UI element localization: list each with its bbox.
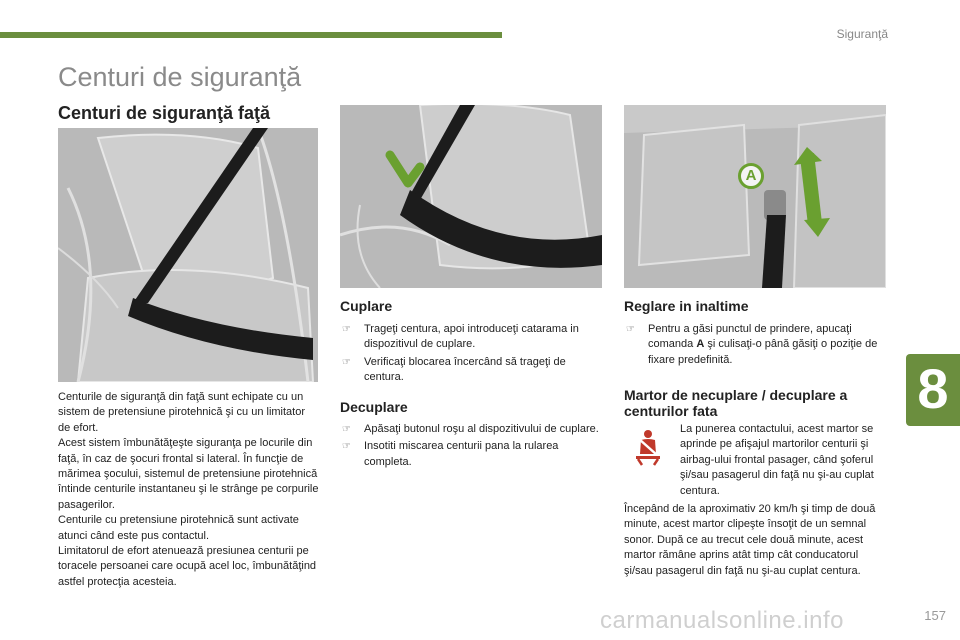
- intro-paragraph: Centurile de siguranţă din faţă sunt ech…: [58, 391, 306, 434]
- watermark: carmanualsonline.info: [600, 607, 844, 634]
- section-subtitle: Centuri de siguranţă faţă: [58, 103, 271, 123]
- buckle-illustration: [340, 105, 602, 288]
- martor-text-2: Începând de la aproximativ 20 km/h şi ti…: [624, 503, 876, 577]
- intro-paragraph: Centurile cu pretensiune pirotehnică sun…: [58, 514, 299, 542]
- intro-text: Centurile de siguranţă din faţă sunt ech…: [58, 390, 320, 590]
- heading-reglare: Reglare in inaltime: [624, 298, 749, 314]
- control-a-ref: A: [696, 338, 705, 351]
- front-seatbelt-illustration: [58, 128, 318, 382]
- pointer-hand-icon: ☞: [342, 424, 351, 435]
- header-accent-bar: [0, 32, 502, 38]
- chapter-tab: [906, 354, 960, 426]
- page-number: 157: [924, 608, 946, 623]
- section-name: Siguranţă: [836, 27, 888, 41]
- chapter-number: 8: [917, 357, 949, 420]
- pointer-hand-icon: ☞: [342, 356, 351, 368]
- height-adjust-illustration: A: [624, 105, 886, 288]
- list-item: ☞Trageţi centura, apoi introduceţi catar…: [342, 323, 579, 351]
- cuplare-list: ☞Trageţi centura, apoi introduceţi catar…: [342, 322, 602, 388]
- intro-paragraph: Acest sistem îmbunătăţeşte siguranţa pe …: [58, 437, 319, 511]
- pointer-hand-icon: ☞: [626, 324, 635, 335]
- control-a-label: A: [738, 163, 764, 189]
- reglare-list: ☞Pentru a găsi punctul de prindere, apuc…: [626, 322, 886, 370]
- heading-decuplare: Decuplare: [340, 399, 408, 415]
- pointer-hand-icon: ☞: [342, 441, 351, 453]
- pointer-hand-icon: ☞: [342, 324, 351, 335]
- list-item: ☞Insotiti miscarea centurii pana la rula…: [342, 440, 559, 468]
- heading-martor: Martor de necuplare / decuplare a centur…: [624, 387, 848, 419]
- heading-cuplare: Cuplare: [340, 298, 393, 314]
- list-item: ☞Apăsaţi butonul roşu al dispozitivului …: [342, 422, 602, 437]
- martor-text-1: La punerea contactului, acest martor se …: [680, 423, 874, 497]
- decuplare-list: ☞Apăsaţi butonul roşu al dispozitivului …: [342, 422, 602, 472]
- list-item: ☞Verificaţi blocarea încercând să trageţ…: [342, 355, 566, 384]
- page-title: Centuri de siguranţă: [58, 62, 302, 92]
- seatbelt-warning-icon: [630, 428, 666, 466]
- list-item: ☞Pentru a găsi punctul de prindere, apuc…: [626, 323, 878, 366]
- intro-paragraph: Limitatorul de efort atenuează presiunea…: [58, 545, 317, 588]
